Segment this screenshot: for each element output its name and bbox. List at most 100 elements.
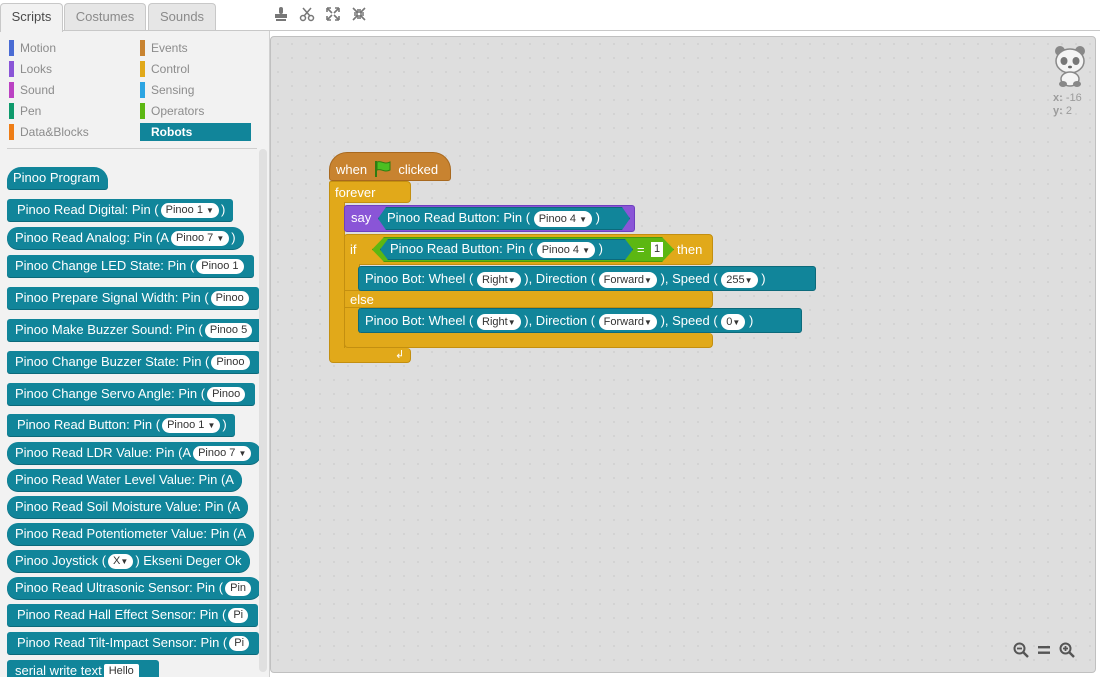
- axis-dropdown[interactable]: X▼: [108, 554, 134, 570]
- block-read-potentiometer[interactable]: Pinoo Read Potentiometer Value: Pin (A: [7, 523, 255, 545]
- category-pen[interactable]: Pen: [9, 102, 129, 120]
- category-motion[interactable]: Motion: [9, 39, 129, 57]
- tab-scripts[interactable]: Scripts: [0, 3, 63, 32]
- grow-icon[interactable]: [324, 5, 342, 23]
- slot-text: Pin: [230, 582, 247, 595]
- pin-dropdown[interactable]: Pinoo 4 ▼: [534, 211, 592, 227]
- pin-dropdown[interactable]: Pinoo: [210, 291, 249, 307]
- direction-dropdown[interactable]: Forward▼: [598, 313, 657, 330]
- reporter-text: Pinoo Read Button: Pin (: [390, 241, 534, 256]
- speed-dropdown[interactable]: 0▼: [721, 313, 746, 330]
- hat-clicked-text: clicked: [398, 162, 439, 177]
- pin-dropdown[interactable]: Pinoo 1: [196, 259, 244, 275]
- pin-dropdown[interactable]: Pinoo 7 ▼: [193, 446, 252, 462]
- category-label: Motion: [20, 41, 57, 55]
- slot-text: Forward: [603, 273, 645, 286]
- forever-arm: [329, 202, 345, 350]
- block-buzzer-sound[interactable]: Pinoo Make Buzzer Sound: Pin (Pinoo 5: [7, 319, 263, 341]
- speed-dropdown[interactable]: 255▼: [721, 271, 758, 288]
- category-sensing[interactable]: Sensing: [140, 81, 250, 99]
- block-text: ), Speed (: [660, 271, 718, 286]
- block-change-led[interactable]: Pinoo Change LED State: Pin (Pinoo 1: [7, 255, 254, 277]
- pinoo-bot-wheel-block-2[interactable]: Pinoo Bot: Wheel ( Right▼ ), Direction (…: [358, 308, 802, 333]
- category-label: Data&Blocks: [20, 125, 89, 139]
- forever-block[interactable]: forever: [329, 181, 411, 203]
- block-tilt-impact[interactable]: Pinoo Read Tilt-Impact Sensor: Pin (Pi: [7, 632, 260, 654]
- block-text: Pinoo Read Soil Moisture Value: Pin (A: [15, 499, 241, 514]
- palette-scrollbar[interactable]: [259, 149, 267, 672]
- category-looks[interactable]: Looks: [9, 60, 129, 78]
- slot-text: Pinoo 5: [209, 324, 248, 337]
- block-text: Pinoo Read Analog: Pin (A: [15, 230, 169, 245]
- pinoo-bot-wheel-block-1[interactable]: Pinoo Bot: Wheel ( Right▼ ), Direction (…: [358, 266, 816, 291]
- zoom-reset-icon[interactable]: [1035, 642, 1053, 658]
- block-pinoo-program[interactable]: Pinoo Program: [7, 167, 108, 189]
- cond-reporter-read-button[interactable]: Pinoo Read Button: Pin ( Pinoo 4 ▼ ): [380, 239, 633, 260]
- else-text: else: [350, 292, 374, 307]
- tab-sounds[interactable]: Sounds: [148, 3, 216, 31]
- direction-dropdown[interactable]: Forward▼: [598, 271, 657, 288]
- pin-dropdown[interactable]: Pinoo 1 ▼: [162, 418, 221, 434]
- category-data[interactable]: Data&Blocks: [9, 123, 129, 141]
- sprite-coordinates: x: -16 y: 2: [1053, 92, 1082, 118]
- category-control[interactable]: Control: [140, 60, 250, 78]
- events-swatch: [140, 40, 145, 56]
- category-operators[interactable]: Operators: [140, 102, 250, 120]
- block-ultrasonic[interactable]: Pinoo Read Ultrasonic Sensor: Pin (Pin: [7, 577, 262, 599]
- block-servo-angle[interactable]: Pinoo Change Servo Angle: Pin (Pinoo: [7, 383, 256, 405]
- looks-swatch: [9, 61, 14, 77]
- block-read-soil[interactable]: Pinoo Read Soil Moisture Value: Pin (A: [7, 496, 249, 518]
- tab-costumes[interactable]: Costumes: [64, 3, 146, 31]
- dropdown-arrow-icon: ▼: [579, 214, 588, 224]
- category-events[interactable]: Events: [140, 39, 250, 57]
- slot-text: Pinoo: [212, 388, 241, 401]
- pin-dropdown[interactable]: Pinoo 7 ▼: [170, 231, 230, 247]
- when-flag-clicked-block[interactable]: when clicked: [329, 152, 451, 181]
- block-read-button[interactable]: Pinoo Read Button: Pin (Pinoo 1 ▼): [7, 414, 235, 436]
- dropdown-arrow-icon: ▼: [507, 317, 516, 327]
- slot-text: Pinoo: [216, 356, 245, 369]
- say-reporter-read-button[interactable]: Pinoo Read Button: Pin ( Pinoo 4 ▼ ): [378, 207, 630, 230]
- stamp-icon[interactable]: [272, 5, 290, 23]
- y-label: y:: [1053, 105, 1063, 117]
- zoom-in-icon[interactable]: [1058, 642, 1076, 658]
- wheel-dropdown[interactable]: Right▼: [477, 313, 521, 330]
- category-robots[interactable]: Robots: [140, 123, 251, 141]
- slot-text: Hello: [108, 665, 134, 677]
- pin-dropdown[interactable]: Pinoo 1 ▼: [160, 203, 219, 219]
- category-label: Operators: [151, 104, 205, 118]
- forever-foot: ↲: [329, 348, 411, 363]
- block-signal-width[interactable]: Pinoo Prepare Signal Width: Pin (Pinoo: [7, 287, 259, 309]
- slot-text: Pinoo 4: [538, 212, 577, 225]
- shrink-icon[interactable]: [350, 5, 368, 23]
- equals-value-input[interactable]: 1: [651, 242, 663, 257]
- pin-dropdown[interactable]: Pinoo: [207, 387, 246, 403]
- block-text: Pinoo Read Digital: Pin (: [17, 202, 159, 217]
- pin-dropdown[interactable]: Pinoo: [211, 355, 250, 371]
- category-sound[interactable]: Sound: [9, 81, 129, 99]
- pin-dropdown[interactable]: Pinoo 5: [204, 323, 253, 339]
- block-read-digital[interactable]: Pinoo Read Digital: Pin (Pinoo 1 ▼): [7, 199, 234, 221]
- slot-text: Pinoo 7: [175, 232, 214, 245]
- scissors-icon[interactable]: [298, 5, 316, 23]
- block-read-water[interactable]: Pinoo Read Water Level Value: Pin (A: [7, 469, 242, 491]
- block-buzzer-state[interactable]: Pinoo Change Buzzer State: Pin (Pinoo: [7, 351, 260, 373]
- x-value: -16: [1065, 92, 1082, 104]
- block-joystick[interactable]: Pinoo Joystick (X▼) Ekseni Deger Ok: [7, 550, 250, 572]
- block-text: Pinoo Program: [13, 170, 100, 185]
- block-hall-effect[interactable]: Pinoo Read Hall Effect Sensor: Pin (Pi: [7, 604, 259, 626]
- x-label: x:: [1053, 92, 1063, 104]
- wheel-dropdown[interactable]: Right▼: [477, 271, 521, 288]
- pin-dropdown[interactable]: Pi: [229, 636, 250, 652]
- pin-dropdown[interactable]: Pin: [225, 581, 252, 597]
- pin-dropdown[interactable]: Pi: [228, 608, 249, 624]
- text-input[interactable]: Hello: [103, 664, 139, 677]
- zoom-out-icon[interactable]: [1012, 642, 1030, 658]
- sprite-tools: [272, 5, 368, 23]
- dropdown-arrow-icon: ▼: [238, 449, 247, 459]
- pin-dropdown[interactable]: Pinoo 4 ▼: [537, 242, 595, 258]
- block-text: Pinoo Read LDR Value: Pin (A: [15, 445, 192, 460]
